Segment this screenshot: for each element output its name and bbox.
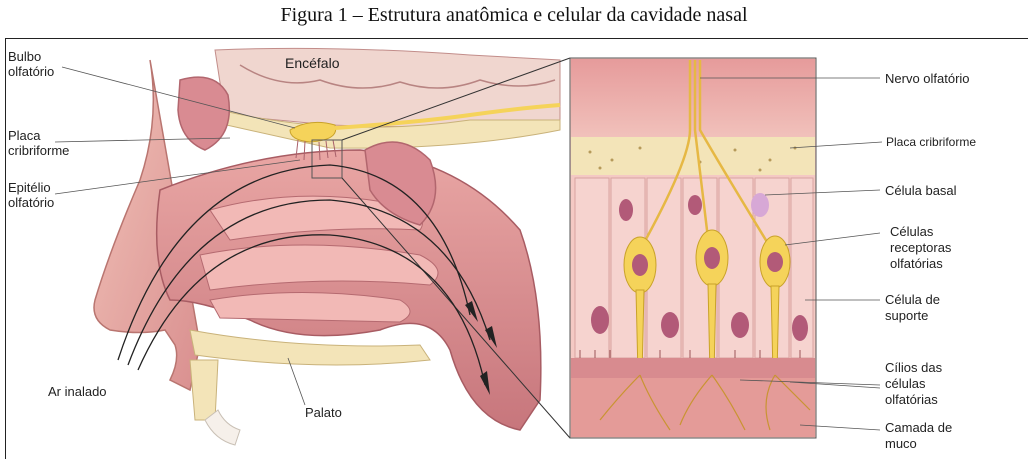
label-receptoras-line3: olfatórias [890,256,943,271]
label-placa-line1: Placa [8,128,41,143]
label-encefalo: Encéfalo [285,56,339,71]
label-nervo-olfatorio: Nervo olfatório [885,71,970,86]
label-ar-inalado: Ar inalado [48,384,107,399]
label-epitelio-line1: Epitélio [8,180,51,195]
label-cilios-line3: olfatórias [885,392,938,407]
label-placa-cribriforme: Placa cribriforme [886,135,976,150]
cellular-detail [570,58,882,438]
label-bulbo-line1: Bulbo [8,49,41,64]
label-cilios-line2: células [885,376,925,391]
label-receptoras-line1: Células [890,224,933,239]
label-receptoras-line2: receptoras [890,240,951,255]
label-suporte-line1: Célula de [885,292,940,307]
label-palato: Palato [305,405,342,420]
label-muco-line1: Camada de [885,420,952,435]
label-muco-line2: muco [885,436,917,451]
label-bulbo-line2: olfatório [8,64,54,79]
label-epitelio-line2: olfatório [8,195,54,210]
label-celula-basal: Célula basal [885,183,957,198]
label-suporte-line2: suporte [885,308,928,323]
label-placa-line2: cribriforme [8,143,69,158]
head-section [55,48,570,445]
label-cilios-line1: Cílios das [885,360,942,375]
